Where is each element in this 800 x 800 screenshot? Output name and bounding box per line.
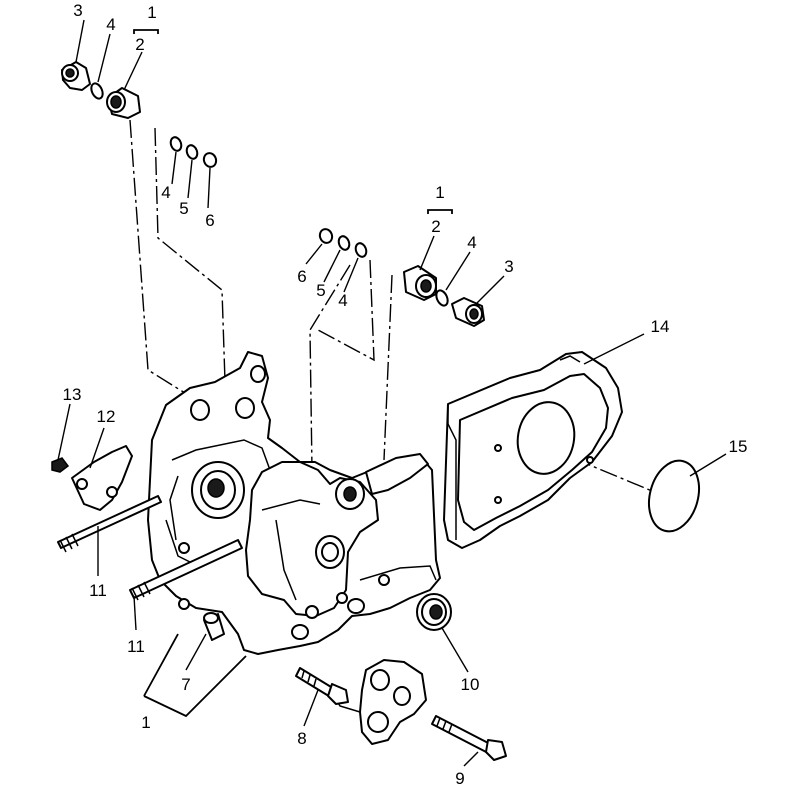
callout-5-upper-ring: 5 bbox=[179, 199, 188, 218]
callout-3-mid: 3 bbox=[504, 257, 513, 276]
callout-1-mid: 1 bbox=[435, 183, 444, 202]
callout-2-top: 2 bbox=[135, 35, 144, 54]
o-ring-top-left bbox=[90, 82, 104, 100]
stud-11-upper bbox=[57, 495, 162, 553]
ring-4-mid bbox=[354, 242, 368, 258]
washer-15 bbox=[648, 459, 700, 533]
callout-2-mid: 2 bbox=[431, 217, 440, 236]
belt-cover-14 bbox=[443, 351, 623, 549]
lower-housing bbox=[329, 659, 427, 745]
callout-3-top: 3 bbox=[73, 1, 82, 20]
callout-15: 15 bbox=[729, 437, 748, 456]
dowel-pin-7 bbox=[203, 612, 225, 641]
callout-14: 14 bbox=[651, 317, 670, 336]
plug-bolt-right bbox=[451, 297, 485, 327]
callout-1-bottom: 1 bbox=[141, 713, 150, 732]
callout-12: 12 bbox=[97, 407, 116, 426]
cover-plate-12 bbox=[71, 445, 133, 511]
callout-4-mid: 4 bbox=[338, 291, 347, 310]
callout-6-mid: 6 bbox=[297, 267, 306, 286]
callout-1-top: 1 bbox=[147, 3, 156, 22]
bolt-13 bbox=[51, 457, 70, 473]
callout-11-upper: 11 bbox=[89, 581, 107, 600]
stud-11-lower bbox=[129, 539, 243, 601]
oil-seal-10 bbox=[416, 593, 452, 631]
callout-6-upper-ring: 6 bbox=[205, 211, 214, 230]
assembly-lines bbox=[129, 119, 665, 497]
o-ring-right bbox=[435, 289, 449, 307]
plug-bolt-top-left bbox=[61, 61, 91, 91]
callout-4-top: 4 bbox=[106, 15, 115, 34]
callout-5-mid: 5 bbox=[316, 281, 325, 300]
leader-lines bbox=[57, 19, 727, 767]
ring-5-upper bbox=[185, 144, 199, 160]
ring-6-mid bbox=[318, 228, 334, 244]
callout-9: 9 bbox=[455, 769, 464, 788]
bushing-top-left bbox=[106, 87, 141, 119]
callout-13: 13 bbox=[63, 385, 82, 404]
bushing-right bbox=[403, 265, 437, 301]
ring-6-upper bbox=[202, 152, 218, 168]
ring-5-mid bbox=[337, 235, 351, 251]
callout-labels: 3 4 1 2 4 5 6 6 5 4 1 2 4 3 14 15 13 12 … bbox=[63, 1, 748, 788]
callout-7: 7 bbox=[181, 675, 190, 694]
callout-8: 8 bbox=[297, 729, 306, 748]
bolt-8 bbox=[295, 667, 349, 705]
bolt-9 bbox=[431, 715, 507, 761]
callout-4-upper-ring: 4 bbox=[161, 183, 170, 202]
crankcase-housing bbox=[147, 351, 441, 655]
callout-11-lower: 11 bbox=[127, 637, 145, 656]
callout-4b-mid: 4 bbox=[467, 233, 476, 252]
ring-4-upper bbox=[169, 136, 183, 152]
callout-10: 10 bbox=[461, 675, 480, 694]
